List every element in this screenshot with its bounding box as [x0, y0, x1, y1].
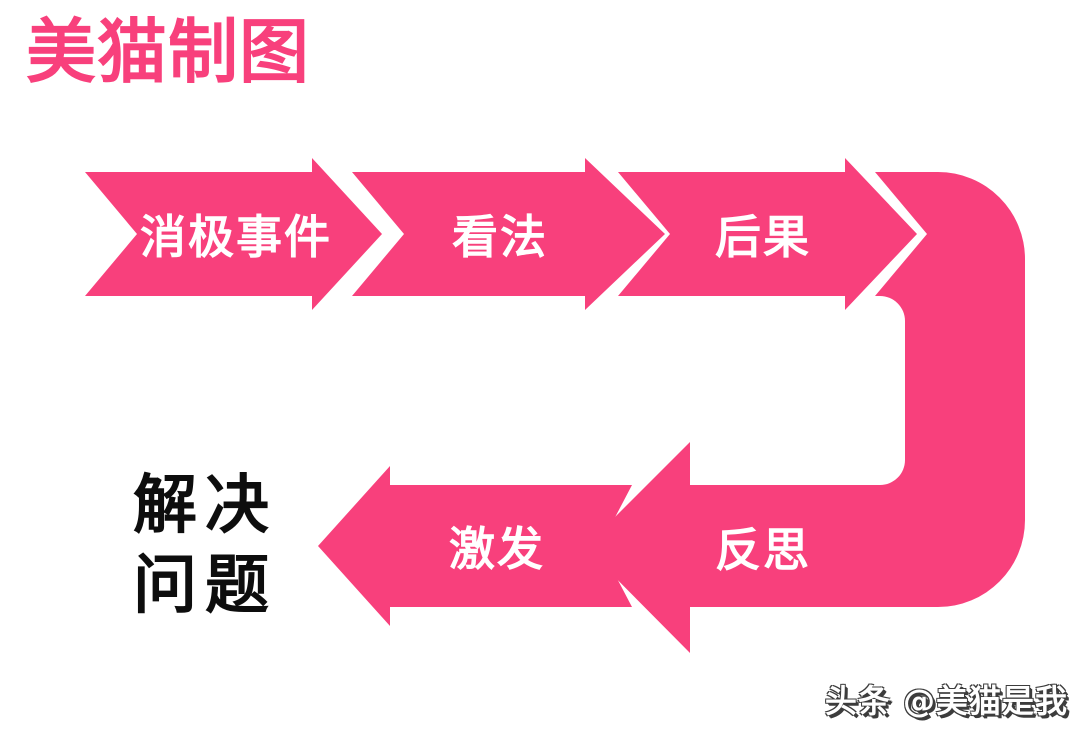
arrow-negative-event-shape: [85, 158, 382, 310]
arrow-label-view: 看法: [452, 210, 548, 264]
arrow-label-reflect: 反思: [715, 523, 811, 577]
arrow-view-shape: [352, 158, 665, 310]
arrow-label-consequence: 后果: [715, 210, 811, 264]
arrow-label-negative-event: 消极事件: [140, 210, 332, 264]
result-line-1: 解决: [133, 469, 277, 543]
page-title: 美猫制图: [26, 11, 310, 93]
watermark: 头条 @美猫是我: [824, 682, 1068, 720]
result-line-2: 问题: [133, 549, 277, 623]
arrow-inspire-shape: [318, 466, 632, 626]
result-text: 解决 问题: [94, 466, 316, 626]
u-turn-reflect-arrow-shape: [585, 172, 1025, 653]
arrow-label-inspire: 激发: [449, 522, 545, 576]
arrow-consequence-shape: [618, 158, 917, 310]
